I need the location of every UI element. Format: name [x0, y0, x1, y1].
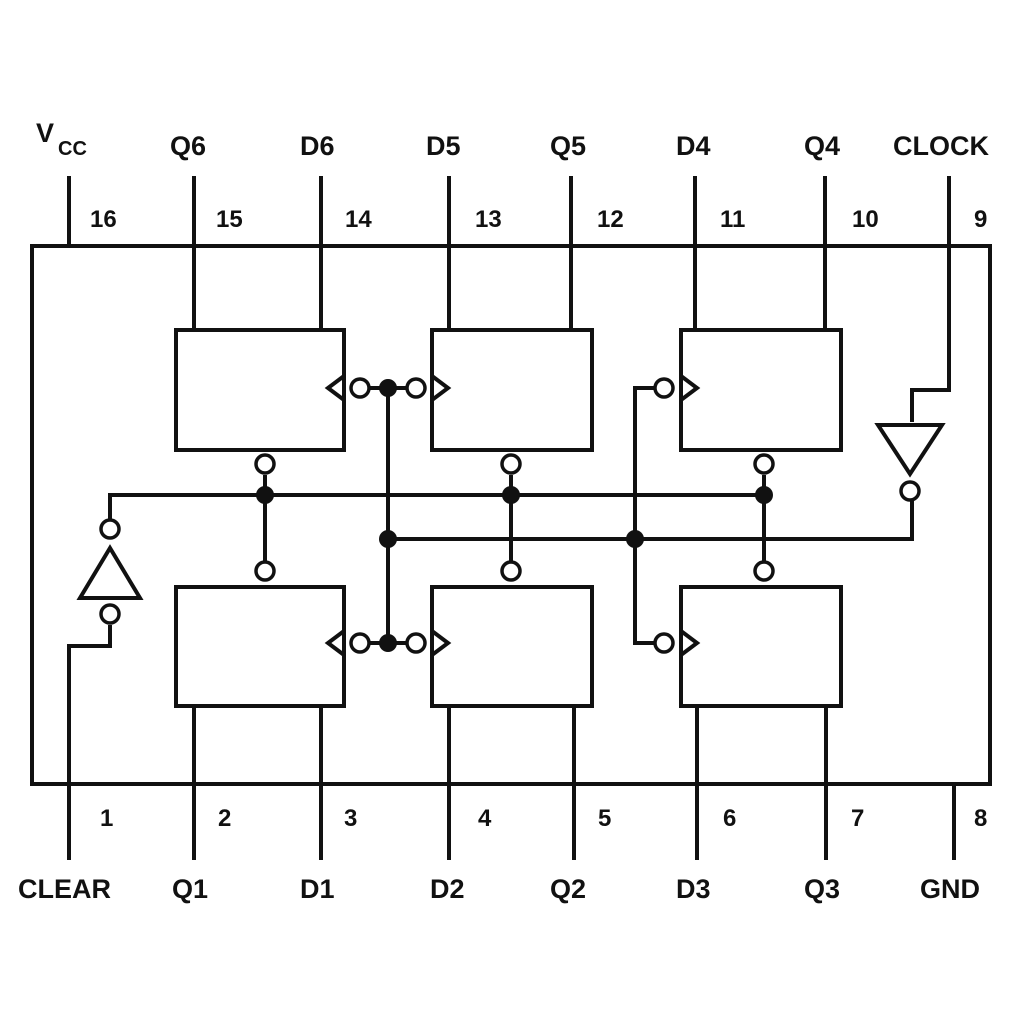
pin-15-number: 15	[216, 206, 243, 233]
pin-8-number: 8	[974, 805, 987, 832]
clock-inverter	[874, 423, 946, 502]
pin-1-signal: CLEAR	[18, 874, 111, 904]
pin-3-number: 3	[344, 805, 357, 832]
flip-flop-6	[174, 328, 346, 452]
clear-inverter	[76, 518, 144, 625]
pin-11-number: 11	[720, 206, 745, 233]
bottom-signal-labels: CLEAR Q1 D1 D2 Q2 D3 Q3 GND	[18, 874, 980, 904]
pin-5-signal: Q2	[550, 874, 586, 904]
bottom-pin-leads	[67, 625, 956, 860]
pin-6-number: 6	[723, 805, 736, 832]
pin-1-number: 1	[100, 805, 113, 832]
pin-3-signal: D1	[300, 874, 335, 904]
flip-flop-1	[174, 585, 346, 708]
pin-10-signal: Q4	[804, 131, 840, 161]
pin-7-number: 7	[851, 805, 864, 832]
bottom-pin-numbers: 1 2 3 4 5 6 7 8	[100, 805, 987, 832]
pin-9-signal: CLOCK	[893, 131, 989, 161]
pin-2-number: 2	[218, 805, 231, 832]
pin-7-signal: Q3	[804, 874, 840, 904]
pin-4-number: 4	[478, 805, 492, 832]
top-signal-labels: V CC Q6 D6 D5 Q5 D4 Q4 CLOCK	[36, 118, 989, 161]
flip-flop-5	[430, 328, 594, 452]
top-pin-leads	[67, 176, 951, 422]
pin-4-signal: D2	[430, 874, 465, 904]
pin-2-signal: Q1	[172, 874, 208, 904]
top-pin-numbers: 16 15 14 13 12 11 10 9	[90, 206, 987, 233]
pin-16-signal-prefix: V	[36, 118, 54, 148]
flip-flop-3	[679, 585, 843, 708]
pin-16-signal: CC	[58, 138, 87, 160]
junction-dots	[256, 379, 773, 652]
pin-8-signal: GND	[920, 874, 980, 904]
flip-flop-4	[679, 328, 843, 452]
pin-13-number: 13	[475, 206, 502, 233]
pin-9-number: 9	[974, 206, 987, 233]
pin-14-number: 14	[345, 206, 372, 233]
pin-15-signal: Q6	[170, 131, 206, 161]
package-outline	[30, 244, 992, 786]
pin-6-signal: D3	[676, 874, 711, 904]
pin-16-number: 16	[90, 206, 117, 233]
pin-11-signal: D4	[676, 131, 711, 161]
inversion-bubbles	[254, 377, 775, 654]
flip-flop-2	[430, 585, 594, 708]
pin-12-number: 12	[597, 206, 624, 233]
pin-10-number: 10	[852, 206, 879, 233]
pin-12-signal: Q5	[550, 131, 586, 161]
pin-5-number: 5	[598, 805, 611, 832]
pin-13-signal: D5	[426, 131, 461, 161]
pin-14-signal: D6	[300, 131, 335, 161]
